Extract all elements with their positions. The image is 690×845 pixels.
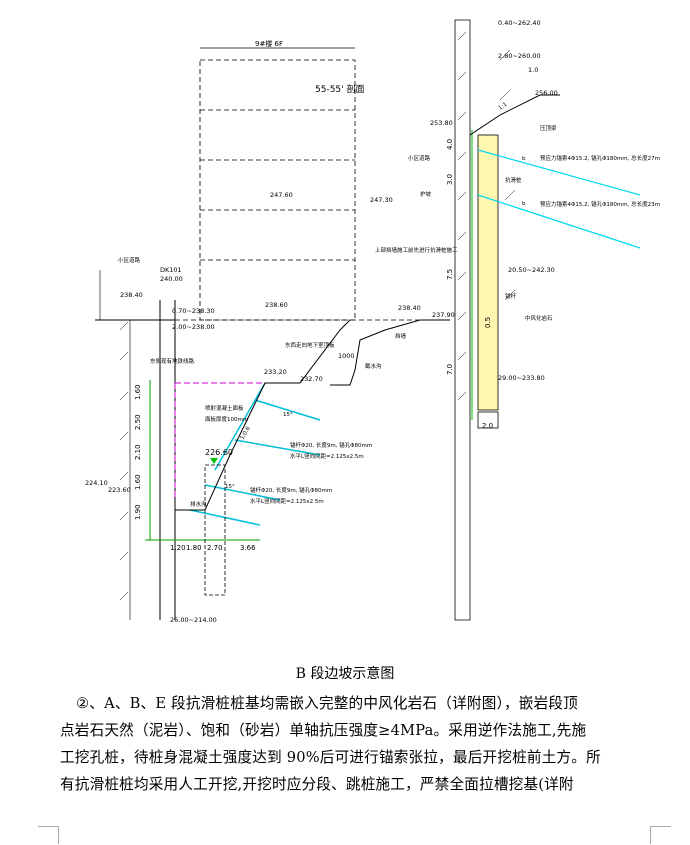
note-existing: 东侧现有地铁线路 [150,357,195,365]
slope-ratio: 1:0.6 [240,425,252,441]
anchor-cables [477,149,641,249]
page-corner-mark [38,826,58,845]
pile-pit [204,464,226,596]
paragraph-line: ②、A、B、E 段抗滑桩桩基均需嵌入完整的中风化岩石（详附图），嵌岩段顶 [76,695,578,712]
pile-label: 抗滑桩 [505,176,522,184]
upper-profile [330,319,450,386]
e-238-60: 238.60 [265,301,288,309]
e-pile1: 20.50~242.30 [508,266,555,274]
note-road: 东西走向地下室顶板 [285,341,335,349]
e-247-30: 247.30 [370,196,393,204]
e-bot: 26.00~214.00 [170,616,217,624]
d-7-5: 7.5 [446,269,454,280]
dk: DK101 [160,266,182,274]
note-b: b [522,156,526,162]
notes: 小区道路 小区道路 喷射混凝土面板 面板厚度100mm 锚杆Φ20, 长度9m,… [118,102,660,508]
slope-ratio-3: 1:1 [498,102,509,112]
e-233-20: 233.20 [264,368,287,376]
h3-label: 2.10 [134,444,142,460]
e-2-00: 2.00~238.00 [172,323,215,331]
d-7-0: 7.0 [446,364,454,375]
road-right: 小区道路 [408,154,431,162]
rock-hatch [457,31,516,401]
h2-label: 2.50 [134,414,142,430]
left-hatch [119,321,129,601]
d-1000: 1000 [338,352,355,360]
e-256-00: 256.00 [535,89,558,97]
section-label: 55-55' 剖面 [315,83,365,95]
angle-15b: 15° [225,484,235,490]
anchor1: 锚杆Φ20, 长度9m, 锚孔Φ80mm [290,441,372,449]
paragraph-line: 点岩石天然（泥岩）、饱和（砂岩）单轴抗压强度≥4MPa。采用逆作法施工,先施 [60,722,587,739]
e-224-10: 224.10 [85,479,108,487]
paragraph-line: 工挖孔桩，待桩身混凝土强度达到 90%后可进行锚索张拉，最后开挖桩前土方。所 [60,749,601,766]
right-dim-labels: 4.0 3.0 7.5 7.0 0.5 2.0 [446,139,493,430]
anchor1b: 水平L竖向间距=2.125x2.5m [290,452,364,460]
slope-section-drawing: 9#楼 6F 55-55' 剖面 1.60 2.50 2.10 1.60 1.9… [85,19,660,624]
h4-label: 1.60 [134,474,142,490]
cable1: 压顶梁 [540,124,557,132]
h5-label: 1.90 [134,504,142,520]
d-1-20: 1.20 [170,544,186,552]
e-pile-bot: 29.00~233.80 [498,374,545,382]
cable3: 预应力锚索4Φ15.2, 锚孔Φ180mm, 总长度23m [540,200,660,208]
angle-15: 15° [283,412,293,418]
note-slope: 护坡 [420,190,432,198]
note-b2: b [522,201,526,207]
note-ditch: 截水沟 [365,362,382,370]
body-paragraph: ②、A、B、E 段抗滑桩桩基均需嵌入完整的中风化岩石（详附图），嵌岩段顶 点岩石… [60,690,660,798]
d-2-0: 2.0 [482,422,493,430]
anchor2b: 水平L竖向间距=2.125x2.5m [250,497,324,505]
note-thick: 面板厚度100mm [205,415,248,423]
figure-caption: B 段边坡示意图 [295,666,395,682]
d-3-0: 3.0 [446,174,454,185]
h1-label: 1.60 [134,384,142,400]
e-0-70: 0.70~238.30 [172,307,215,315]
e-top2: 2.80~260.00 [498,52,541,60]
left-dim [145,380,260,541]
building-label: 9#楼 6F [255,39,283,48]
e-223-60: 223.60 [108,486,131,494]
e-238-40-r: 238.40 [398,304,421,312]
top-ground [469,94,560,136]
d-1-0: 1.0 [528,66,538,74]
e-226-60: 226.60 [205,448,233,457]
elevation-labels: 238.40 DK101 240.00 0.70~238.30 2.00~238… [85,19,558,624]
d-0-5: 0.5 [484,317,492,328]
note-spray: 喷射混凝土面板 [205,404,244,412]
note-bolt: 锚杆 [505,292,517,300]
note-drain: 排水沟 [190,500,207,508]
pile-width-box [477,411,499,429]
e-top1: 0.40~262.40 [498,19,541,27]
d-1-80: 1.80 [186,544,202,552]
water-marker [210,458,218,464]
d-2-70: 2.70 [207,544,223,552]
e-253-80: 253.80 [430,119,453,127]
left-dim-labels: 1.60 2.50 2.10 1.60 1.90 1.20 1.80 2.70 … [134,384,256,552]
anti-slide-pile [477,134,499,411]
slope-lines [189,382,321,526]
anchor2: 锚杆Φ20, 长度9m, 锚孔Φ80mm [250,486,332,494]
note-rock: 中风化岩石 [525,314,553,322]
page-corner-mark [40,826,59,844]
page-corner-mark [651,826,671,845]
e-237-90: 237.90 [432,311,455,319]
building-outline [135,59,420,321]
page-corner-mark [650,826,669,844]
note-pile-note: 上部挡墙施工前先进行抗滑桩施工 [375,246,458,254]
note-wall: 挡墙 [395,332,407,340]
e-232-70: 232.70 [300,375,323,383]
e-238-40-l: 238.40 [120,291,143,299]
dk-elev: 240.00 [160,275,183,283]
d-3-66: 3.66 [240,544,256,552]
cable2: 预应力锚索4Φ15.2, 锚孔Φ180mm, 总长度27m [540,154,660,162]
right-rock [454,19,499,621]
road-left: 小区道路 [118,256,141,264]
e-247-60: 247.60 [270,191,293,199]
paragraph-line: 有抗滑桩桩均采用人工开挖,开挖时应分段、跳桩施工，严禁全面拉槽挖基(详附 [60,776,574,793]
d-4-0: 4.0 [446,139,454,150]
